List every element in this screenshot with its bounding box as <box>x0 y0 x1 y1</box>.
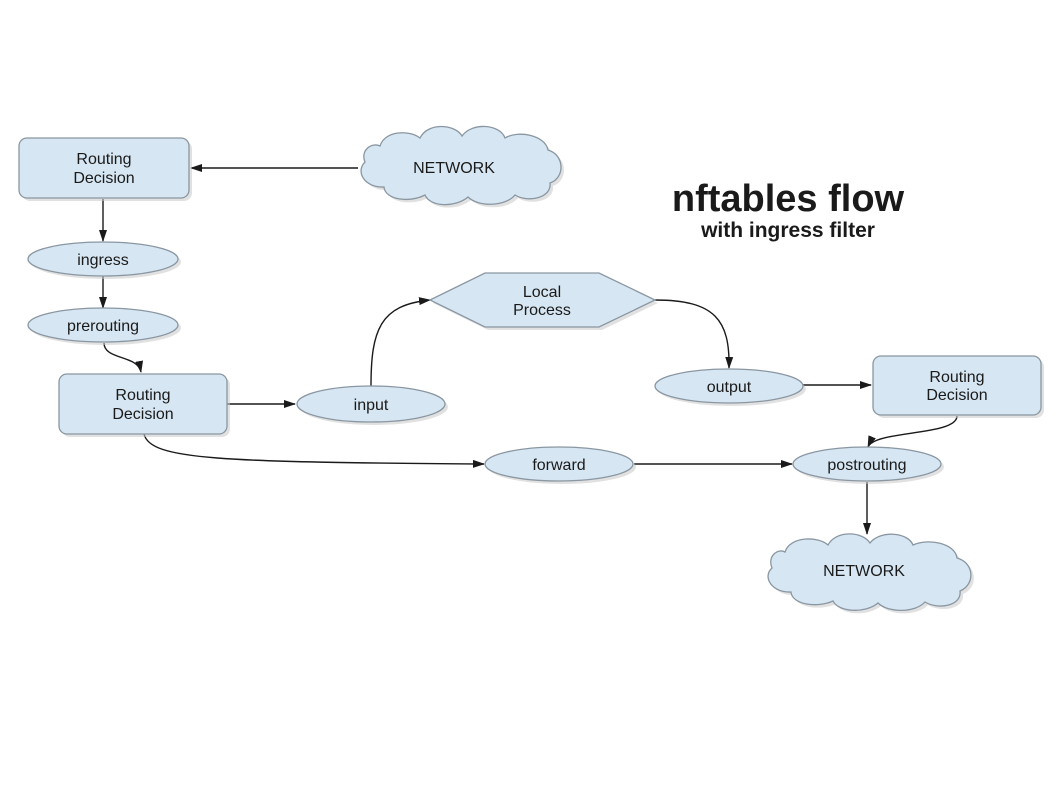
input-label: input <box>354 397 389 414</box>
prerouting-node: prerouting <box>27 307 181 345</box>
local-process-label-line2: Process <box>513 302 571 319</box>
routing-decision-3-node: Routing Decision <box>872 355 1044 418</box>
forward-node: forward <box>484 446 636 484</box>
edge-prerouting-to-routing-decision-2 <box>103 342 144 373</box>
edges <box>99 164 958 535</box>
diagram-subtitle: with ingress filter <box>700 219 875 242</box>
routing-decision-1-label-line1: Routing <box>76 151 131 168</box>
network-in-node: NETWORK <box>360 125 565 208</box>
network-out-label: NETWORK <box>823 563 905 580</box>
ingress-label: ingress <box>77 252 129 269</box>
output-node: output <box>654 368 806 406</box>
routing-decision-3-label-line1: Routing <box>929 369 984 386</box>
output-label: output <box>707 379 752 396</box>
local-process-label-line1: Local <box>523 284 561 301</box>
postrouting-node: postrouting <box>792 446 944 484</box>
routing-decision-1-node: Routing Decision <box>18 137 192 201</box>
routing-decision-1-label-line2: Decision <box>73 170 134 187</box>
routing-decision-2-node: Routing Decision <box>58 373 230 437</box>
input-node: input <box>296 385 448 425</box>
postrouting-label: postrouting <box>827 457 906 474</box>
prerouting-label: prerouting <box>67 318 139 335</box>
network-in-label: NETWORK <box>413 160 495 177</box>
edge-input-to-local-process <box>370 297 431 387</box>
diagram-title: nftables flow <box>672 178 905 220</box>
routing-decision-2-label-line2: Decision <box>112 406 173 423</box>
routing-decision-2-label-line1: Routing <box>115 387 170 404</box>
edge-local-process-to-output <box>654 299 734 369</box>
routing-decision-3-label-line2: Decision <box>926 387 987 404</box>
edge-routing-decision-3-to-postrouting <box>867 415 958 448</box>
forward-label: forward <box>532 457 585 474</box>
edge-routing-decision-2-to-forward <box>143 433 485 468</box>
ingress-node: ingress <box>27 241 181 279</box>
local-process-node: Local Process <box>428 272 658 330</box>
network-out-node: NETWORK <box>767 533 974 614</box>
